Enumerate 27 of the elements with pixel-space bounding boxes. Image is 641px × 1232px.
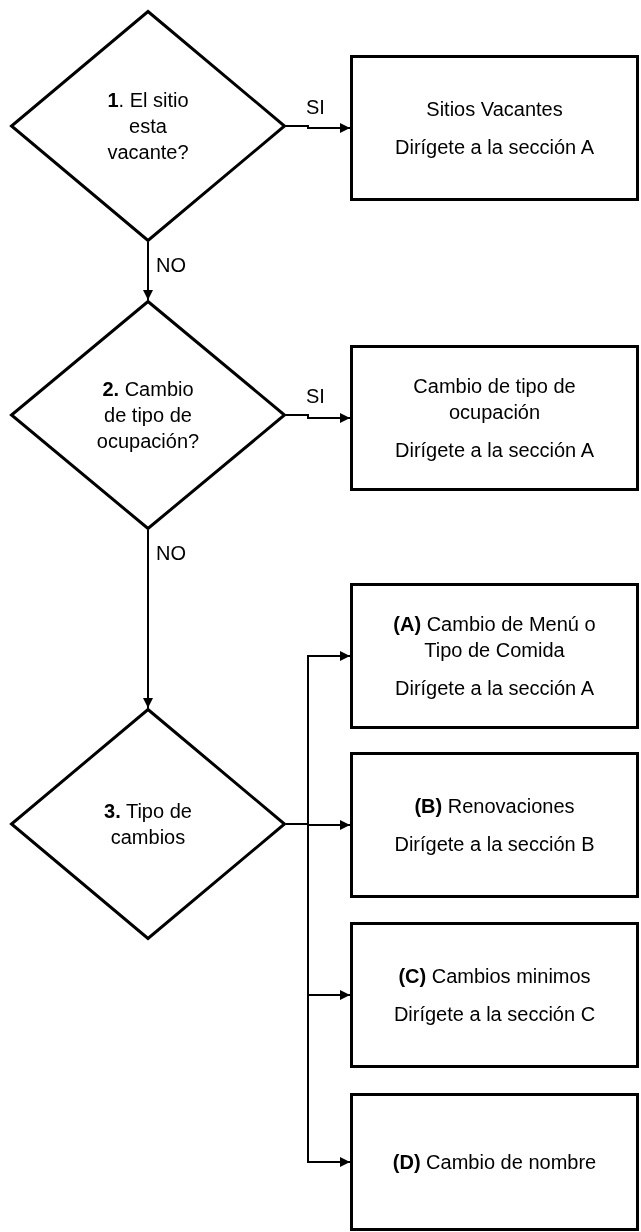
arrow — [143, 241, 153, 301]
process-box — [350, 1093, 639, 1231]
node-instruction: Dirígete a la sección C — [393, 1002, 596, 1027]
decision-diamond — [10, 300, 286, 530]
node-instruction: Dirígete a la sección B — [394, 832, 595, 857]
node-title: 1. El sitio esta vacante? — [106, 88, 190, 165]
process-box — [350, 345, 639, 491]
node-title: (B) Renovaciones — [414, 794, 575, 819]
process-box — [350, 583, 639, 729]
node-title: Sitios Vacantes — [426, 97, 563, 122]
process-box — [350, 922, 639, 1068]
node-title: (D) Cambio de nombre — [392, 1150, 597, 1175]
arrow — [143, 529, 153, 709]
node-instruction: Dirígete a la sección A — [395, 438, 594, 463]
decision-diamond — [10, 708, 286, 940]
arrow — [285, 413, 351, 423]
node-title: (A) Cambio de Menú o Tipo de Comida — [392, 612, 597, 663]
node-title: 2. Cambio de tipo de ocupación? — [95, 377, 201, 454]
node-title: (C) Cambios minimos — [398, 964, 591, 989]
node-instruction: Dirígete a la sección A — [395, 676, 594, 701]
process-box — [350, 752, 639, 898]
node-instruction: Dirígete a la sección A — [395, 135, 594, 160]
node-title: 3. Tipo de cambios — [103, 799, 193, 850]
decision-diamond — [10, 10, 286, 242]
arrow — [285, 123, 351, 133]
node-title: Cambio de tipo de ocupación — [412, 374, 577, 425]
process-box — [350, 55, 639, 201]
